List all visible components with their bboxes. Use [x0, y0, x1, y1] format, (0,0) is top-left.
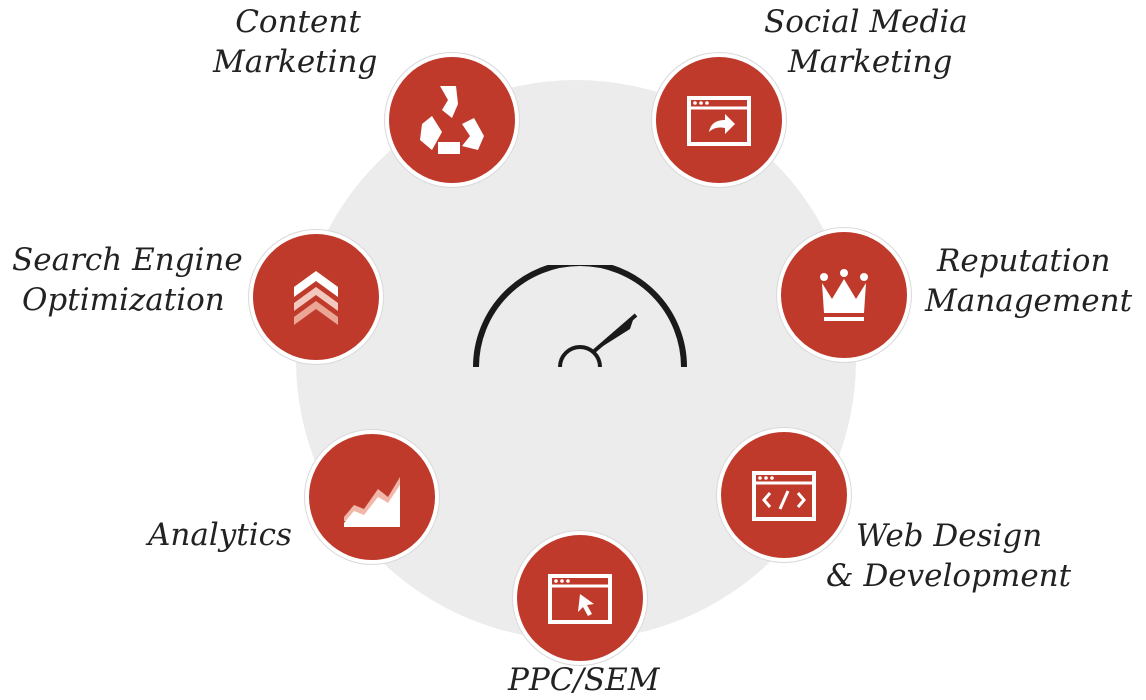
label-line: Analytics [148, 517, 292, 553]
browser-code-icon [752, 471, 816, 521]
node-social-media-marketing[interactable] [652, 53, 786, 187]
label-seo: Search Engine Optimization [12, 240, 243, 320]
area-chart-icon [344, 477, 400, 527]
label-line: Web Design [856, 518, 1043, 554]
node-ppc-sem[interactable] [513, 531, 647, 665]
speedometer-icon [473, 265, 687, 368]
label-line: Reputation [937, 243, 1111, 279]
label-line: Marketing [788, 44, 953, 80]
label-line: & Development [826, 558, 1072, 594]
browser-cursor-icon [548, 574, 612, 624]
node-seo[interactable] [249, 230, 383, 364]
chevrons-up-icon [294, 271, 338, 325]
label-content-marketing: Content Marketing [213, 2, 377, 82]
node-content-marketing[interactable] [385, 53, 519, 187]
label-line: Search Engine [12, 242, 243, 278]
label-line: Social Media [764, 4, 968, 40]
label-line: Marketing [213, 44, 378, 80]
label-line: PPC/SEM [508, 662, 660, 698]
label-line: Management [925, 283, 1133, 319]
browser-share-icon [687, 96, 751, 146]
label-web-design: Web Design & Development [826, 516, 1071, 596]
label-line: Optimization [22, 282, 225, 318]
node-web-design[interactable] [717, 428, 851, 562]
label-reputation-management: Reputation Management [925, 241, 1132, 321]
label-ppc-sem: PPC/SEM [508, 660, 660, 700]
node-reputation-management[interactable] [777, 228, 911, 362]
recycle-icon [420, 86, 484, 154]
crown-icon [820, 269, 868, 321]
label-social-media-marketing: Social Media Marketing [764, 2, 968, 82]
label-line: Content [235, 4, 361, 40]
node-analytics[interactable] [305, 430, 439, 564]
label-analytics: Analytics [148, 515, 292, 555]
